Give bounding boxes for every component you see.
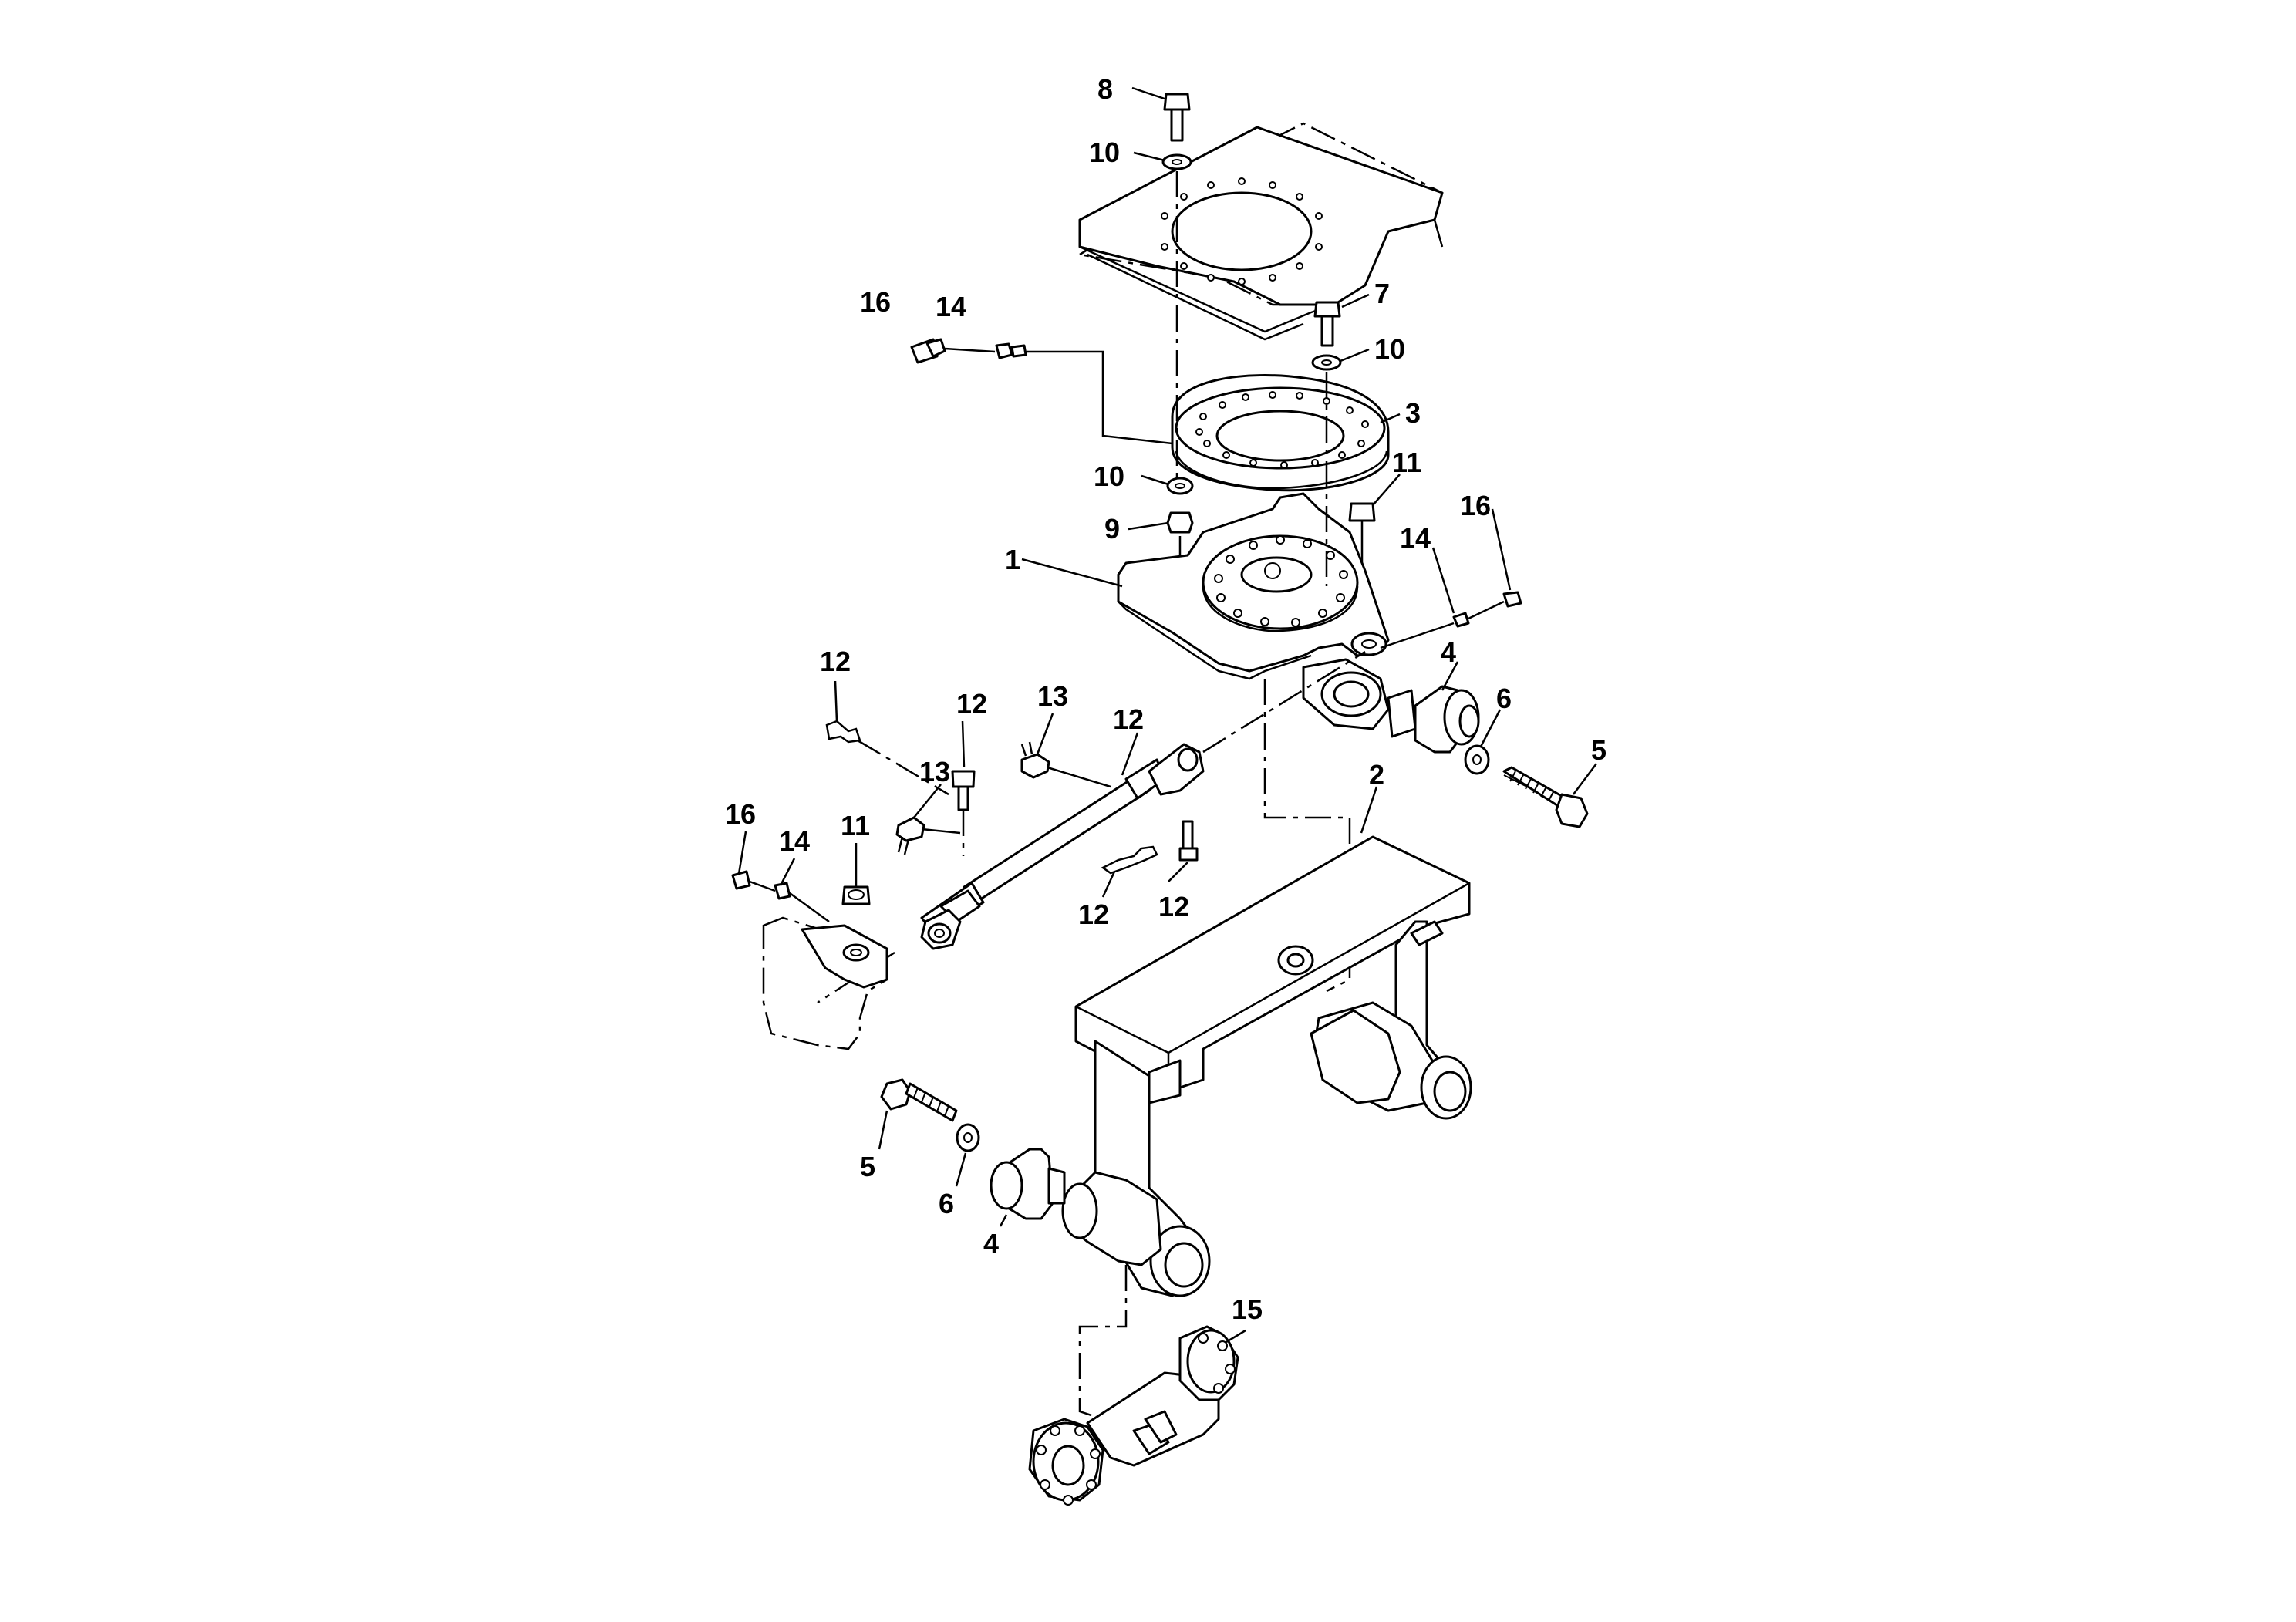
upper-plate-bolt-holes [1161,177,1323,285]
axle-beam-2 [1074,835,1472,1297]
pin-12-top [951,770,976,856]
washer-6-right [1464,744,1490,775]
pin-12-lower [1178,820,1199,862]
callout-16-top: 16 [860,286,891,318]
washer-10-left [1166,477,1194,495]
upper-frame-plate [1077,122,1444,341]
bushing-4-left [990,1148,1066,1220]
callout-13-right: 13 [1037,680,1068,712]
hub-studs-right [1198,1333,1236,1394]
left-frame-bracket [762,916,888,1050]
bolt-7 [1313,301,1341,347]
callout-6-left: 6 [939,1188,954,1219]
callout-4-left: 4 [983,1228,999,1259]
washer-10-top [1161,153,1192,170]
axle-assembly-15 [1028,1325,1239,1506]
nut-9 [1166,511,1194,534]
callout-12-a: 12 [820,646,851,677]
callout-12-e: 12 [1158,891,1189,922]
fitting-set-top-left [910,338,1104,364]
fitting-set-bottom-left [731,870,830,923]
slewing-ring-3 [1101,355,1390,492]
clip-12-lower [1101,845,1158,875]
washer-6-left [956,1123,980,1152]
callout-1: 1 [1005,544,1020,575]
trunnion-housing-left [1061,1171,1162,1421]
callout-14-right: 14 [1400,522,1431,554]
fitting-11-left [841,885,871,905]
callout-15: 15 [1232,1293,1263,1325]
callout-12-c: 12 [1113,703,1144,735]
hub-studs-left [1036,1425,1101,1506]
washer-10-right [1311,354,1342,371]
bracket-bolt-holes [1214,535,1348,627]
callout-16-right: 16 [1460,490,1491,521]
bushing-4-right [1387,685,1480,754]
callout-14-left: 14 [779,825,810,857]
callout-14-top: 14 [936,291,966,322]
alignment-lines [1175,171,1328,586]
fitting-set-right [1380,591,1522,649]
bolt-5-right [1502,766,1589,828]
ring-bolt-holes [1195,391,1369,469]
callout-12-b: 12 [956,688,987,720]
bolt-8 [1163,93,1191,142]
callout-10-right: 10 [1374,333,1405,365]
clip-12-left [825,720,949,796]
callout-10-top: 10 [1089,137,1120,168]
turntable-bracket-1 [1117,492,1390,993]
callout-6-right: 6 [1496,683,1512,714]
callout-5-right: 5 [1591,734,1607,766]
callout-10-left: 10 [1094,460,1124,492]
callout-13-left: 13 [919,756,950,787]
callout-7: 7 [1374,278,1390,309]
callout-4-right: 4 [1441,636,1456,668]
callout-8: 8 [1097,73,1113,105]
callout-3: 3 [1405,397,1421,429]
callout-labels: 8 10 16 14 7 10 3 10 11 16 9 14 1 4 12 6… [725,73,1607,1325]
callout-16-left: 16 [725,798,756,830]
grease-fitting-13-left [895,816,961,855]
callout-9: 9 [1104,513,1120,545]
grease-fitting-13-right [1020,741,1111,788]
callout-12-d: 12 [1078,899,1109,930]
callout-5-left: 5 [860,1151,875,1182]
callout-2: 2 [1369,759,1384,791]
callout-leaders [737,86,1597,1344]
bolt-5-left [880,1078,958,1122]
callout-11-right: 11 [1392,447,1421,478]
callout-11-left: 11 [841,810,870,841]
